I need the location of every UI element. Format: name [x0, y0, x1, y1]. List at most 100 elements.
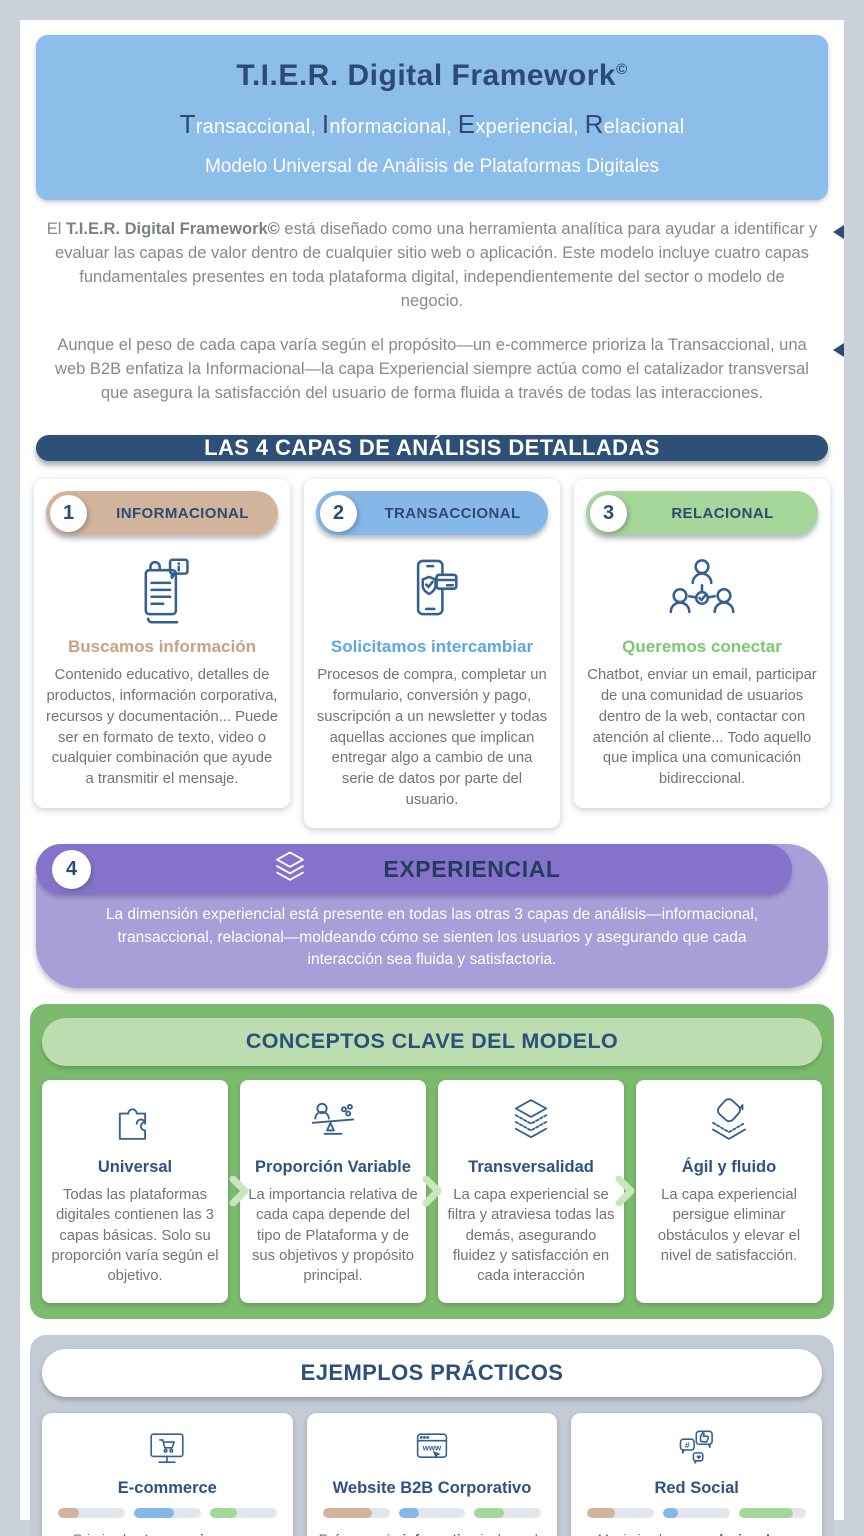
- concept-title: Proporción Variable: [255, 1157, 411, 1176]
- conceptos-panel: CONCEPTOS CLAVE DEL MODELO Universal Tod…: [30, 1003, 834, 1319]
- bar-fill: [58, 1507, 80, 1518]
- capa-pill-transaccional: 2 TRANSACCIONAL: [316, 491, 548, 536]
- card-number-badge: 4: [52, 849, 91, 889]
- example-description: Enfoque más informativo incluyendo conte…: [319, 1530, 546, 1536]
- layers-stack-icon: [446, 1094, 616, 1150]
- capa-subtitle: Buscamos información: [68, 637, 256, 657]
- capa-description: Chatbot, enviar un email, participar de …: [587, 667, 817, 787]
- capa-subtitle: Solicitamos intercambiar: [330, 637, 534, 657]
- concept-card-universal: Universal Todas las plataformas digitale…: [42, 1079, 228, 1303]
- example-description: Maximiza la capa relacional con contenid…: [583, 1530, 810, 1536]
- bar-fill: [587, 1507, 616, 1518]
- intro-section: El T.I.E.R. Digital Framework© está dise…: [46, 218, 818, 425]
- concept-card-proporcion: Proporción Variable La importancia relat…: [240, 1079, 426, 1303]
- copyright-symbol: ©: [616, 61, 628, 78]
- experiencial-description: La dimensión experiencial está presente …: [105, 906, 759, 969]
- capa-card-informacional: 1 INFORMACIONAL: [34, 479, 290, 808]
- social-engagement-icon: #: [583, 1427, 810, 1473]
- experiencial-pill: 4 EXPERIENCIAL: [36, 844, 792, 895]
- example-cards-row: E-commerce Prioriza las transacciones co…: [42, 1412, 822, 1536]
- capa-subtitle: Queremos conectar: [622, 637, 782, 657]
- chevron-right-icon: [614, 1176, 636, 1207]
- ecommerce-monitor-icon: [54, 1427, 281, 1473]
- intro-paragraph-2: Aunque el peso de cada capa varía según …: [55, 335, 809, 402]
- balance-icon: [248, 1094, 418, 1150]
- capa-card-relacional: 3 RELACIONAL: [574, 479, 830, 808]
- example-description: Prioriza las transacciones con informaci…: [54, 1530, 281, 1536]
- experiencial-banner: 4 EXPERIENCIAL La dimensión experiencial…: [36, 844, 828, 988]
- svg-text:www: www: [422, 1444, 442, 1453]
- capa-label: TRANSACCIONAL: [384, 504, 521, 522]
- header-tagline: Modelo Universal de Análisis de Platafor…: [204, 156, 660, 177]
- example-card-b2b: www Website B2B Corporativo Enfoque más …: [306, 1412, 558, 1536]
- card-number-badge: 3: [590, 494, 627, 532]
- section-title-ejemplos: EJEMPLOS PRÁCTICOS: [42, 1348, 822, 1397]
- puzzle-icon: [50, 1094, 220, 1150]
- capa-label: INFORMACIONAL: [116, 504, 249, 522]
- bar-transaccional: [398, 1507, 466, 1518]
- note-info-icon: [46, 553, 278, 629]
- concept-title: Ágil y fluido: [681, 1157, 777, 1176]
- concept-card-transversalidad: Transversalidad La capa experiencial se …: [438, 1079, 624, 1303]
- bar-fill: [209, 1507, 237, 1518]
- ejemplos-panel: EJEMPLOS PRÁCTICOS E-commerce: [30, 1334, 834, 1536]
- edge-marker: [833, 343, 844, 357]
- bar-fill: [474, 1507, 504, 1518]
- example-title: Website B2B Corporativo: [332, 1478, 532, 1497]
- capa-description: Procesos de compra, completar un formula…: [316, 667, 548, 808]
- bar-fill: [133, 1507, 175, 1518]
- bar-relacional: [474, 1507, 542, 1518]
- example-title: Red Social: [654, 1478, 739, 1497]
- example-card-red-social: # Red Social: [571, 1412, 822, 1536]
- concept-title: Universal: [97, 1157, 173, 1176]
- chevron-right-icon: [421, 1176, 443, 1207]
- intro-paragraph-1: El T.I.E.R. Digital Framework© está dise…: [46, 220, 818, 310]
- concept-card-agil: Ágil y fluido La capa experiencial persi…: [636, 1079, 822, 1303]
- bar-fill: [322, 1507, 373, 1518]
- page-title-text: T.I.E.R. Digital Framework: [236, 59, 617, 92]
- layer-proportion-bars: [58, 1507, 277, 1518]
- capa-cards-row: 1 INFORMACIONAL: [34, 479, 830, 829]
- concept-title: Transversalidad: [468, 1157, 594, 1176]
- browser-www-icon: www: [319, 1427, 546, 1473]
- concept-cards-row: Universal Todas las plataformas digitale…: [42, 1079, 822, 1303]
- edge-marker: [833, 225, 844, 239]
- bar-informacional: [587, 1507, 655, 1518]
- page-title: T.I.E.R. Digital Framework©: [66, 59, 798, 93]
- concept-text: La capa experiencial persigue eliminar o…: [657, 1186, 801, 1264]
- header-banner: T.I.E.R. Digital Framework© Transacciona…: [36, 35, 828, 200]
- layers-icon: [267, 847, 313, 891]
- concept-text: La capa experiencial se filtra y atravie…: [447, 1186, 615, 1285]
- card-number-badge: 2: [320, 494, 357, 532]
- capa-description: Contenido educativo, detalles de product…: [46, 667, 278, 787]
- bar-transaccional: [663, 1507, 731, 1518]
- phone-payment-icon: [316, 553, 548, 629]
- capa-card-transaccional: 2 TRANSACCIONAL Solicitamos i: [304, 479, 560, 829]
- chevron-right-icon: [228, 1176, 250, 1207]
- capa-label: RELACIONAL: [671, 504, 774, 522]
- bar-informacional: [322, 1507, 390, 1518]
- bar-relacional: [209, 1507, 277, 1518]
- capa-pill-informacional: 1 INFORMACIONAL: [46, 491, 278, 536]
- example-card-ecommerce: E-commerce Prioriza las transacciones co…: [42, 1412, 293, 1536]
- section-title-conceptos: CONCEPTOS CLAVE DEL MODELO: [42, 1017, 822, 1066]
- experiencial-pill-center: EXPERIENCIAL: [36, 847, 792, 891]
- layer-proportion-bars: [322, 1507, 542, 1518]
- header-subtitle: Transaccional, Informacional, Experienci…: [179, 109, 685, 139]
- smooth-stack-icon: [644, 1094, 814, 1150]
- section-title-capas: LAS 4 CAPAS DE ANÁLISIS DETALLADAS: [36, 435, 828, 462]
- bar-fill: [663, 1507, 678, 1518]
- concept-cards-wrap: Universal Todas las plataformas digitale…: [42, 1079, 822, 1303]
- svg-text:#: #: [685, 1440, 690, 1450]
- people-network-icon: [586, 553, 818, 629]
- bar-informacional: [58, 1507, 125, 1518]
- bar-transaccional: [133, 1507, 201, 1518]
- bar-fill: [739, 1507, 793, 1518]
- capa-pill-relacional: 3 RELACIONAL: [586, 491, 818, 536]
- concept-text: Todas las plataformas digitales contiene…: [51, 1186, 219, 1285]
- content-card: T.I.E.R. Digital Framework© Transacciona…: [20, 20, 844, 1536]
- bar-relacional: [739, 1507, 806, 1518]
- card-number-badge: 1: [50, 494, 87, 532]
- experiencial-label: EXPERIENCIAL: [383, 855, 561, 882]
